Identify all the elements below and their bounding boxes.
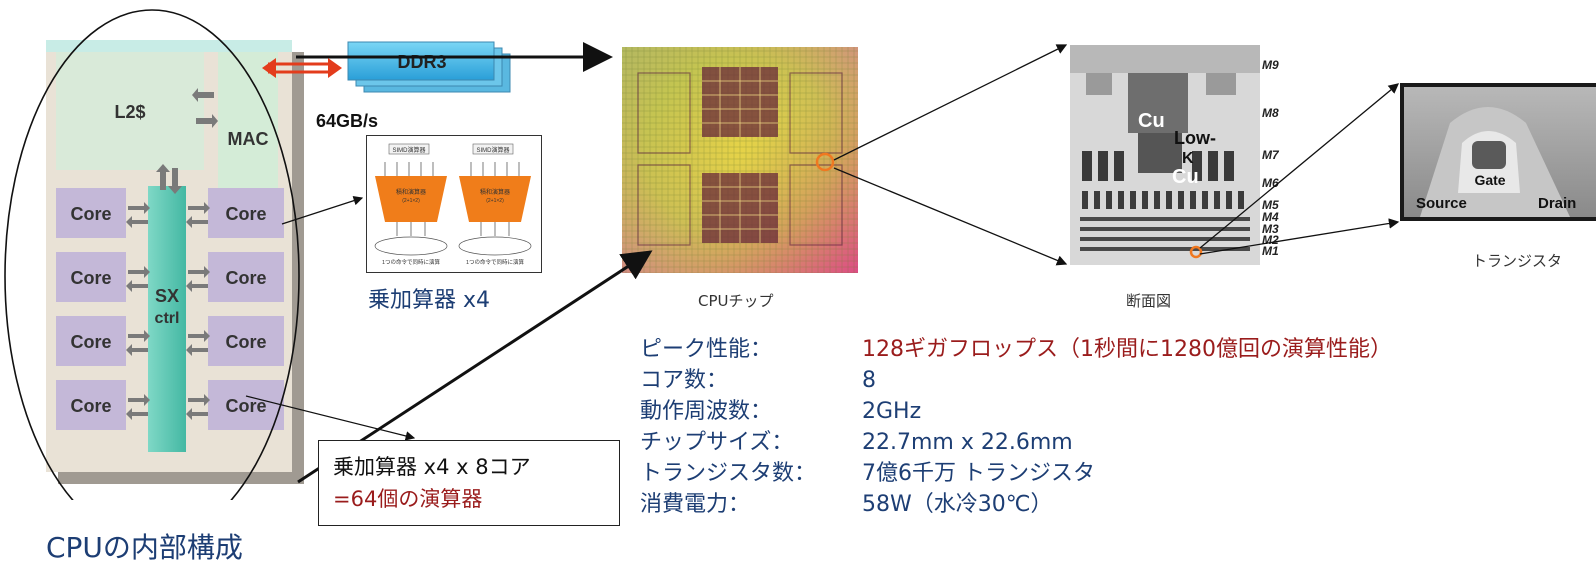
fma-inner-label: 積和演算器 — [396, 188, 426, 196]
spec-label: 消費電力： — [640, 492, 751, 517]
core-label: Core — [70, 396, 111, 416]
core-to-fma-arrow — [281, 196, 364, 225]
transistor-caption: トランジスタ — [1472, 252, 1563, 270]
l2-label: L2$ — [114, 102, 145, 122]
lowk-label-k: K — [1182, 150, 1194, 167]
core-label: Core — [225, 204, 266, 224]
chip-highlight-circle — [815, 152, 835, 172]
spec-label: 動作周波数： — [640, 399, 773, 424]
simd-unit-label: SIMD演算器 — [392, 146, 425, 154]
chip-to-section-arrow-top — [833, 44, 1068, 161]
section-caption: 断面図 — [1126, 292, 1172, 310]
section-to-transistor-arrow-bottom — [1199, 218, 1400, 255]
cpu-layout-caption: CPUの内部構成 — [46, 531, 243, 564]
mac-label: MAC — [228, 129, 269, 149]
cu-label-top: Cu — [1138, 110, 1165, 132]
chip-caption: CPUチップ — [698, 292, 774, 310]
cross-section-image: Cu Low- K Cu M9 M8 M7 M6 M5 M4 M3 M2 M1 — [1070, 45, 1290, 265]
core-block — [56, 188, 126, 238]
spec-label: ピーク性能： — [640, 337, 773, 362]
fma-inner-sub: (2+1×2) — [402, 198, 420, 204]
bandwidth-label: 64GB/s — [316, 111, 379, 131]
core-block — [208, 316, 284, 366]
layer-label: M8 — [1262, 106, 1279, 120]
layer-label: M1 — [1262, 244, 1279, 258]
core-block — [208, 252, 284, 302]
fma-footnote: 1つの命令で同時に演算 — [382, 258, 441, 266]
spec-label: チップサイズ： — [640, 430, 794, 455]
ddr3-module: DDR3 — [340, 40, 520, 100]
spec-value: 7億6千万 トランジスタ — [862, 461, 1095, 486]
fma-footnote: 1つの命令で同時に演算 — [466, 258, 525, 266]
core-block — [56, 252, 126, 302]
cpu-chip-image — [620, 45, 860, 275]
sx-label: SX — [155, 286, 179, 306]
fma-diagram: SIMD演算器 SIMD演算器 積和演算器 (2+1×2) 積和演算器 (2+1… — [366, 135, 542, 273]
mac-ddr-arrow — [262, 58, 342, 78]
fma-count-callout: 乗加算器 x4 x 8コア =64個の演算器 — [318, 440, 620, 526]
bus-arrows — [126, 88, 218, 420]
callout-line-1: 乗加算器 x4 x 8コア — [333, 455, 531, 479]
section-to-transistor-arrow-top — [1199, 83, 1400, 249]
layer-label: M5 — [1262, 198, 1279, 212]
core-label: Core — [70, 332, 111, 352]
core-block — [56, 316, 126, 366]
spec-label: トランジスタ数： — [640, 461, 817, 486]
layer-label: M9 — [1262, 58, 1279, 72]
ctrl-label: ctrl — [155, 310, 180, 327]
spec-value: 58W（水冷30℃） — [862, 492, 1053, 517]
cu-label-mid: Cu — [1172, 166, 1199, 188]
fma-caption: 乗加算器 x4 — [368, 288, 491, 313]
fma-inner-label: 積和演算器 — [480, 188, 510, 196]
core-label: Core — [70, 204, 111, 224]
core-block — [208, 188, 284, 238]
l2-cache-block — [56, 52, 204, 170]
cpu-block-diagram: L2$ MAC SX ctrl Core Core Core Core Core… — [0, 0, 320, 543]
core-label: Core — [70, 268, 111, 288]
core-label: Core — [225, 268, 266, 288]
spec-value: 22.7mm x 22.6mm — [862, 430, 1073, 455]
core-block — [208, 380, 284, 430]
die-top-strip — [46, 40, 292, 52]
core-label: Core — [225, 396, 266, 416]
callout-line-2: =64個の演算器 — [333, 487, 483, 511]
layer-label: M7 — [1262, 148, 1280, 162]
lowk-label: Low- — [1174, 128, 1216, 148]
source-label: Source — [1416, 195, 1467, 212]
chip-to-section-arrow-bottom — [833, 167, 1068, 266]
gate-label: Gate — [1474, 172, 1505, 188]
spec-value: 128ギガフロップス（1秒間に1280億回の演算性能） — [862, 337, 1392, 362]
layer-label: M3 — [1262, 222, 1279, 236]
sx-ctrl-block — [148, 186, 186, 452]
core-block — [56, 380, 126, 430]
cpu-to-callout-arrow — [245, 395, 416, 441]
layer-label: M4 — [1262, 210, 1279, 224]
section-highlight-circle — [1189, 245, 1203, 259]
spec-label: コア数： — [640, 368, 729, 393]
core-label: Core — [225, 332, 266, 352]
spec-value: 2GHz — [862, 399, 922, 424]
spec-value: 8 — [862, 368, 876, 393]
transistor-image: Gate Source Drain — [1400, 83, 1596, 221]
drain-label: Drain — [1538, 195, 1576, 212]
fma-inner-sub: (2+1×2) — [486, 198, 504, 204]
simd-unit-label: SIMD演算器 — [476, 146, 509, 154]
